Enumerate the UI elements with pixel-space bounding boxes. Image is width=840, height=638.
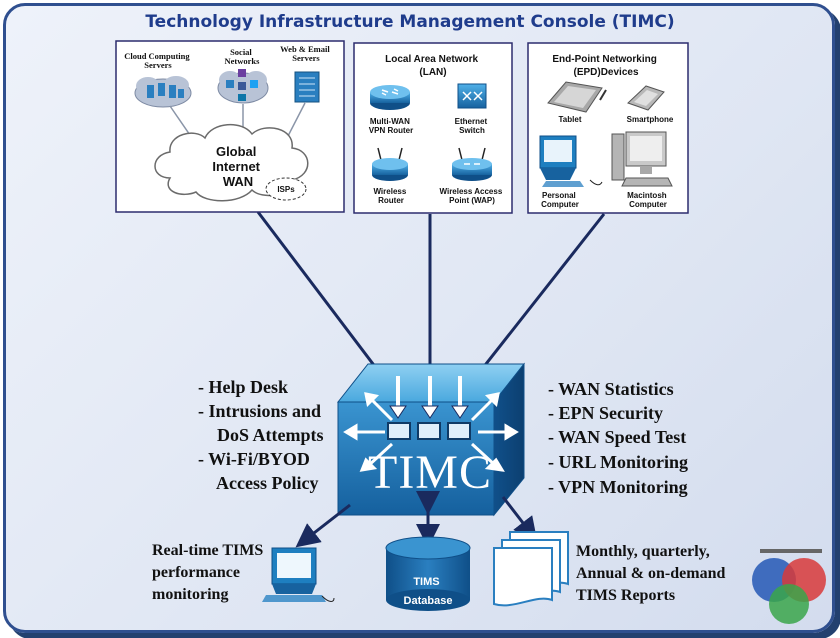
isps-bubble bbox=[265, 177, 307, 201]
timc-radiating-arrows bbox=[343, 392, 519, 472]
global-internet-cloud bbox=[154, 123, 309, 202]
epd-panel: End-Point Networking (EPD)Devices Tablet… bbox=[527, 42, 689, 214]
database-label: TIMS Database bbox=[404, 576, 453, 607]
vpn-router-icon bbox=[370, 85, 410, 110]
social-networks-label: Social Networks bbox=[225, 47, 261, 66]
tims-database-icon bbox=[385, 536, 471, 611]
social-networks-icon bbox=[217, 69, 269, 104]
incoming-arrows bbox=[389, 376, 469, 419]
personal-computer-label: Personal Computer bbox=[541, 191, 579, 209]
wireless-router-label: Wireless Router bbox=[373, 187, 408, 205]
lan-panel-box bbox=[353, 42, 513, 214]
timc-box: TIMC bbox=[336, 362, 526, 517]
reports-documents-icon bbox=[493, 531, 569, 607]
web-email-label: Web & Email Servers bbox=[280, 44, 332, 63]
web-email-servers-icon bbox=[294, 71, 320, 103]
wap-label: Wireless Access Point (WAP) bbox=[439, 187, 504, 205]
left-feature-list: - Help Desk - Intrusions and DoS Attempt… bbox=[198, 377, 328, 493]
page-title: Technology Infrastructure Management Con… bbox=[145, 12, 674, 32]
ethernet-switch-icon bbox=[457, 83, 487, 109]
monitoring-label: Real-time TIMS performance monitoring bbox=[152, 542, 267, 603]
macintosh-computer-label: Macintosh Computer bbox=[627, 191, 669, 209]
cloud-servers-icon bbox=[134, 76, 192, 108]
venn-logo bbox=[752, 549, 826, 624]
vpn-router-label: Multi-WAN VPN Router bbox=[369, 117, 413, 135]
monitoring-arrow bbox=[295, 503, 351, 548]
isps-label: ISPs bbox=[277, 185, 295, 194]
wireless-router-icon bbox=[372, 147, 408, 181]
wireless-access-point-icon bbox=[452, 147, 492, 181]
monitoring-computer-icon bbox=[262, 547, 335, 602]
tablet-label: Tablet bbox=[559, 115, 582, 124]
right-feature-list: - WAN Statistics - EPN Security - WAN Sp… bbox=[548, 379, 693, 497]
epd-header: End-Point Networking (EPD)Devices bbox=[552, 54, 659, 78]
smartphone-icon bbox=[627, 85, 665, 111]
web-link-line bbox=[287, 102, 306, 137]
reports-arrow bbox=[501, 496, 538, 542]
timc-label: TIMC bbox=[368, 446, 492, 499]
macintosh-computer-icon bbox=[611, 131, 673, 187]
lan-panel: Local Area Network (LAN) Multi-WAN VPN R… bbox=[353, 42, 513, 214]
cloud-servers-label: Cloud Computing Servers bbox=[124, 51, 192, 70]
personal-computer-icon bbox=[539, 135, 603, 187]
reports-label: Monthly, quarterly, Annual & on-demand T… bbox=[576, 543, 729, 604]
wan-panel: Cloud Computing Servers Social Networks … bbox=[115, 40, 345, 213]
global-wan-label: Global Internet WAN bbox=[212, 144, 263, 189]
smartphone-label: Smartphone bbox=[627, 115, 674, 124]
output-arrows bbox=[295, 491, 538, 548]
lan-header: Local Area Network (LAN) bbox=[385, 54, 481, 78]
ethernet-switch-label: Ethernet Switch bbox=[455, 117, 490, 135]
tablet-icon bbox=[547, 81, 607, 113]
